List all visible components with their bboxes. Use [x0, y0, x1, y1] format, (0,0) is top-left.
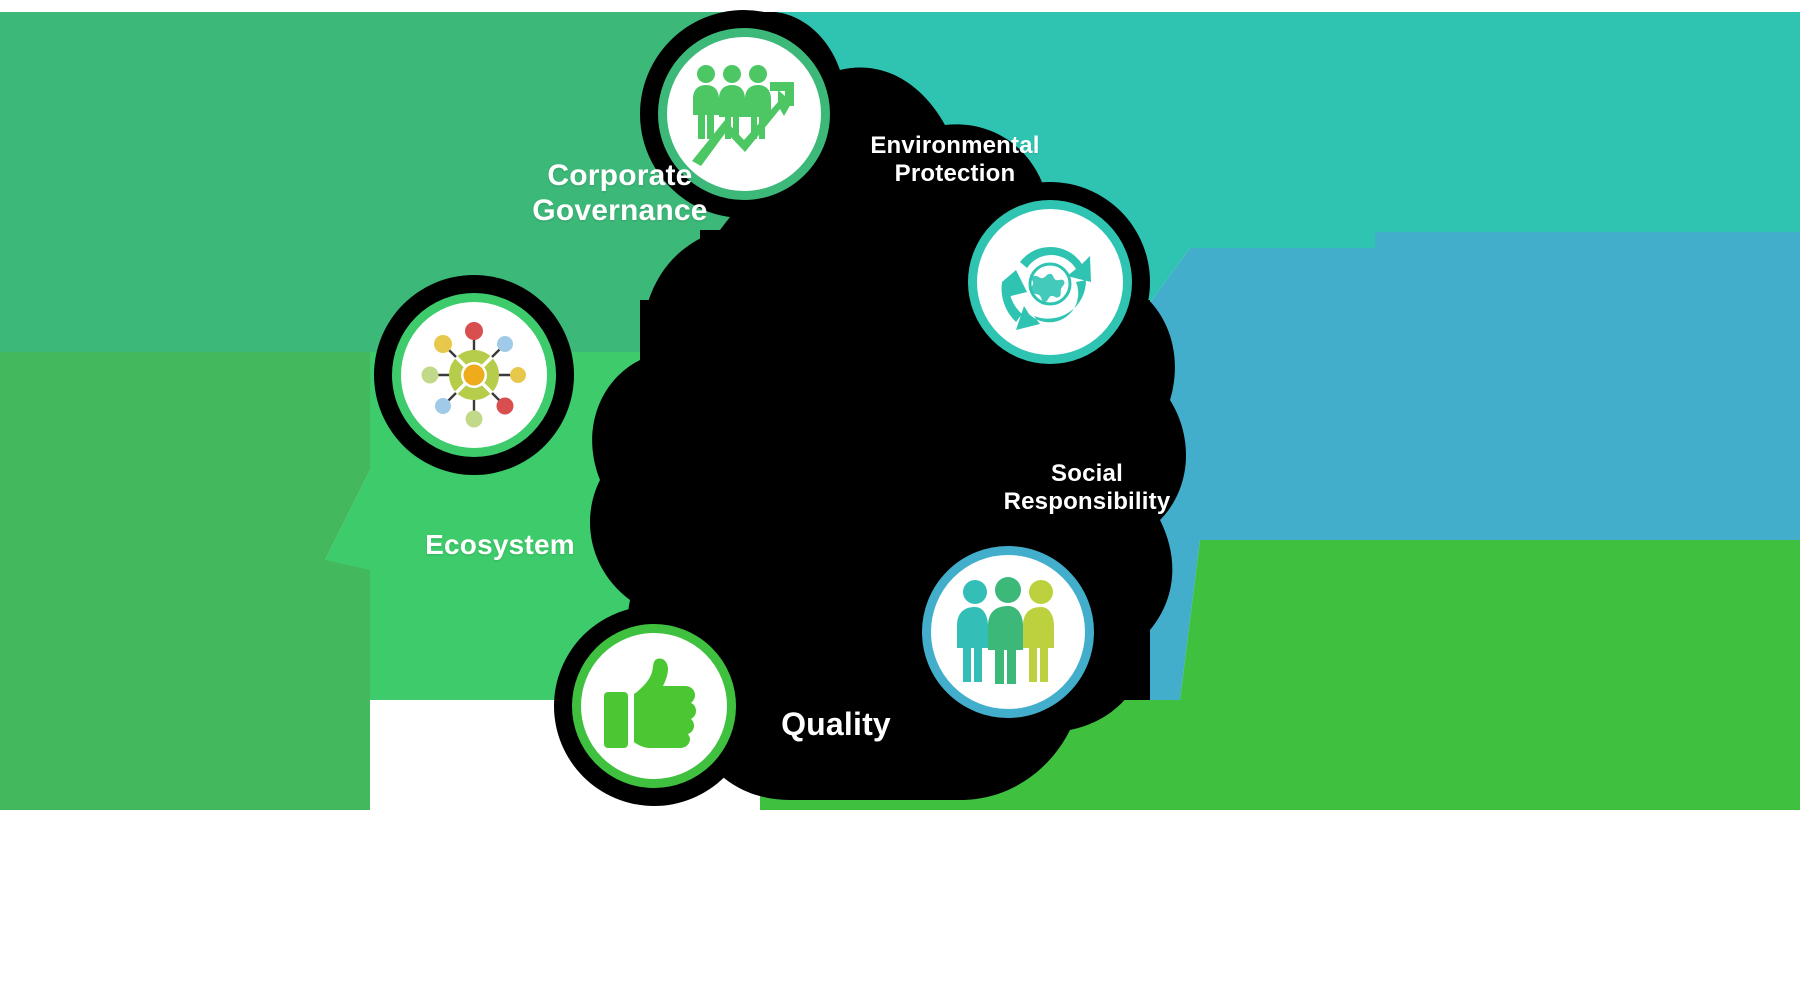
label-social-responsibility: Social Responsibility	[1003, 460, 1171, 516]
people-growth-chart-icon	[688, 62, 800, 166]
label-quality: Quality	[781, 706, 891, 742]
node-quality[interactable]	[572, 624, 736, 788]
label-ecosystem: Ecosystem	[425, 529, 575, 560]
node-social-responsibility[interactable]	[922, 546, 1094, 718]
node-ecosystem[interactable]	[392, 293, 556, 457]
ecosystem-network-icon	[411, 312, 537, 438]
thumbs-up-icon	[602, 658, 706, 754]
three-people-icon	[949, 576, 1067, 688]
label-environmental-protection: Environmental Protection	[870, 132, 1040, 188]
zone-social-responsibility	[990, 232, 1800, 700]
zone-ecosystem-left	[0, 352, 370, 810]
label-corporate-governance: Corporate Governance	[532, 159, 708, 228]
recycle-globe-icon	[994, 226, 1106, 338]
node-corporate-governance[interactable]	[658, 28, 830, 200]
node-environmental-protection[interactable]	[968, 200, 1132, 364]
